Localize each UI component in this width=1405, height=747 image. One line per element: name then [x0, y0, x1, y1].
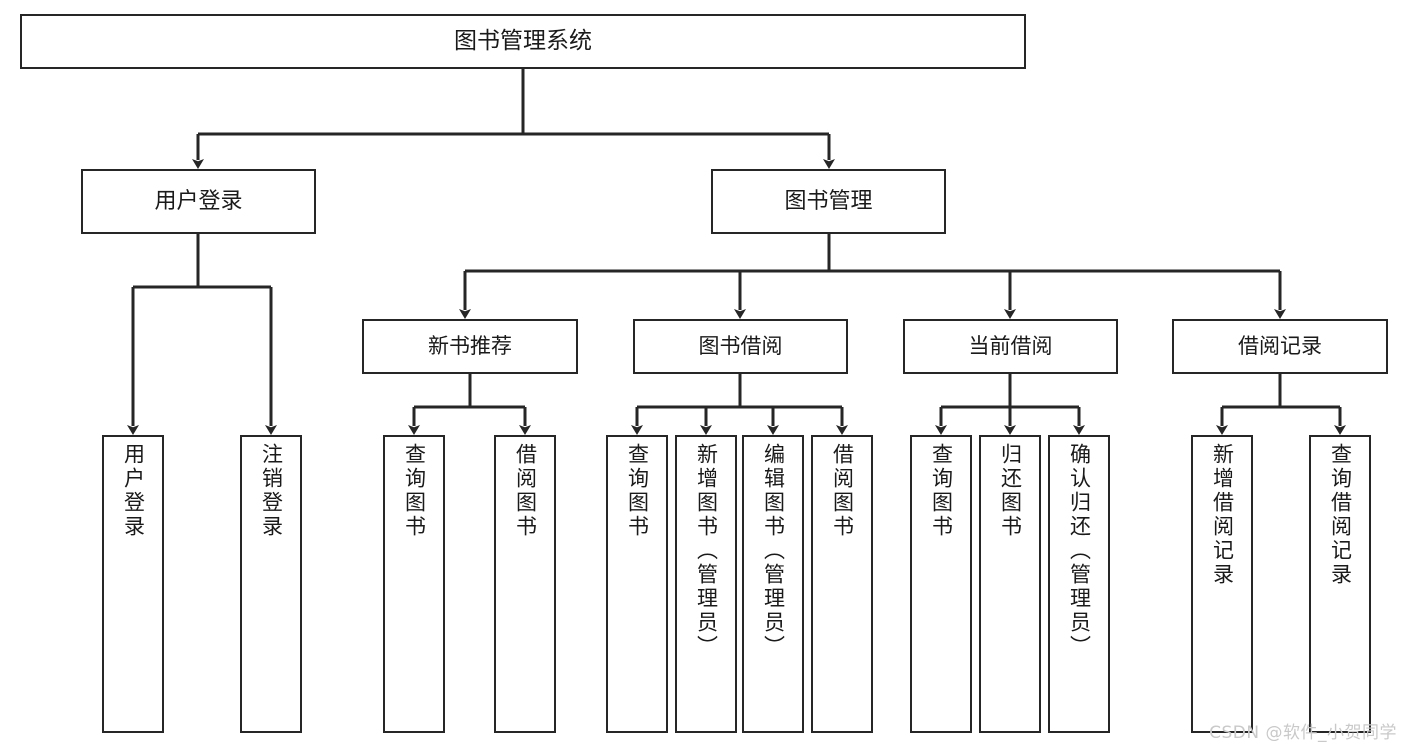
- node-label: 编辑图书（管理员）: [761, 443, 786, 659]
- leaf-borrow-book[interactable]: 借阅图书: [811, 435, 873, 733]
- leaf-logout[interactable]: 注销登录: [240, 435, 302, 733]
- node-label: 新书推荐: [428, 334, 512, 359]
- leaf-return-book[interactable]: 归还图书: [979, 435, 1041, 733]
- node-label: 图书管理: [784, 188, 873, 214]
- node-label: 图书管理系统: [454, 28, 592, 55]
- node-label: 查询图书: [625, 443, 650, 539]
- node-label: 查询借阅记录: [1328, 443, 1353, 587]
- node-user-login[interactable]: 用户登录: [81, 169, 316, 234]
- node-label: 新增图书（管理员）: [694, 443, 719, 659]
- node-current-borrow[interactable]: 当前借阅: [903, 319, 1118, 374]
- leaf-query-book-current[interactable]: 查询图书: [910, 435, 972, 733]
- node-label: 借阅图书: [513, 443, 538, 539]
- node-root-system[interactable]: 图书管理系统: [20, 14, 1026, 69]
- leaf-user-login[interactable]: 用户登录: [102, 435, 164, 733]
- node-label: 注销登录: [259, 443, 284, 539]
- leaf-add-book-admin[interactable]: 新增图书（管理员）: [675, 435, 737, 733]
- leaf-add-borrow-record[interactable]: 新增借阅记录: [1191, 435, 1253, 733]
- node-new-book-recommend[interactable]: 新书推荐: [362, 319, 578, 374]
- node-label: 归还图书: [998, 443, 1023, 539]
- leaf-edit-book-admin[interactable]: 编辑图书（管理员）: [742, 435, 804, 733]
- node-label: 当前借阅: [968, 334, 1053, 359]
- node-book-borrow[interactable]: 图书借阅: [633, 319, 848, 374]
- node-label: 确认归还（管理员）: [1067, 443, 1092, 659]
- leaf-query-book-recommend[interactable]: 查询图书: [383, 435, 445, 733]
- node-label: 查询图书: [929, 443, 954, 539]
- node-label: 借阅记录: [1238, 334, 1322, 359]
- leaf-confirm-return-admin[interactable]: 确认归还（管理员）: [1048, 435, 1110, 733]
- node-label: 用户登录: [154, 188, 243, 214]
- node-borrow-record[interactable]: 借阅记录: [1172, 319, 1388, 374]
- node-label: 查询图书: [402, 443, 427, 539]
- csdn-watermark: CSDN @软件_小贺同学: [1209, 723, 1397, 743]
- node-book-management[interactable]: 图书管理: [711, 169, 946, 234]
- leaf-borrow-book-recommend[interactable]: 借阅图书: [494, 435, 556, 733]
- node-label: 借阅图书: [830, 443, 855, 539]
- node-label: 用户登录: [121, 443, 146, 539]
- leaf-query-book-borrow[interactable]: 查询图书: [606, 435, 668, 733]
- node-label: 图书借阅: [698, 334, 783, 359]
- leaf-query-borrow-record[interactable]: 查询借阅记录: [1309, 435, 1371, 733]
- node-label: 新增借阅记录: [1210, 443, 1235, 587]
